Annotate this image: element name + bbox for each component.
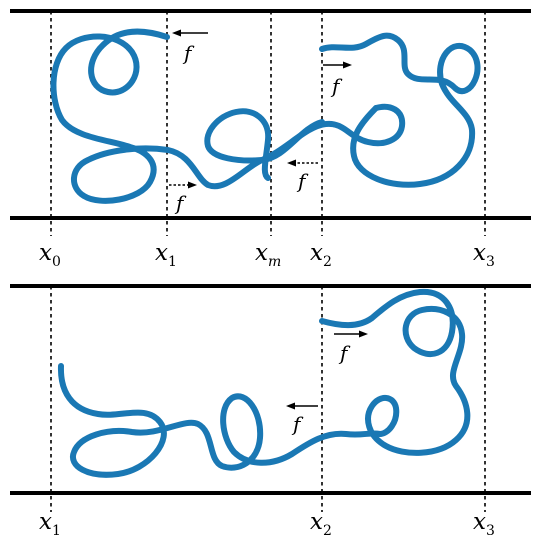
- bottom-force-label-2: f: [291, 412, 304, 436]
- bottom-chain-left: [57, 363, 383, 478]
- bottom-axis-label-x3: x3: [473, 509, 495, 537]
- top-axis-label-x1: x1: [155, 240, 177, 270]
- bottom-force-arrow-2: [286, 402, 318, 410]
- top-force-label-1: f: [182, 41, 195, 65]
- top-force-label-2: f: [330, 74, 343, 98]
- top-force-arrow-4-dashed: [287, 159, 318, 167]
- bottom-axis-label-x1: x1: [39, 509, 61, 537]
- bottom-force-label-1: f: [338, 341, 351, 365]
- top-force-arrow-2: [323, 61, 352, 69]
- top-axis-label-x3: x3: [473, 240, 495, 270]
- top-force-arrow-1: [172, 29, 208, 37]
- top-axis-label-xm: xm: [255, 240, 281, 270]
- bottom-axis-label-x2: x2: [310, 509, 332, 537]
- top-axis-label-x2: x2: [310, 240, 332, 270]
- top-chain-right: [319, 32, 481, 188]
- top-panel: f f f f x0 x1 xm x2 x3: [10, 9, 531, 270]
- top-force-label-3: f: [174, 191, 187, 215]
- bottom-force-arrow-1: [334, 330, 368, 338]
- bottom-chain-right: [319, 288, 471, 456]
- top-chain-left: [50, 28, 406, 204]
- bottom-panel: f f x1 x2 x3: [10, 284, 531, 537]
- top-force-arrow-3-dashed: [169, 181, 197, 189]
- top-chain-mid-loop: [204, 108, 325, 181]
- top-axis-label-x0: x0: [39, 240, 61, 270]
- top-force-label-4: f: [296, 169, 309, 193]
